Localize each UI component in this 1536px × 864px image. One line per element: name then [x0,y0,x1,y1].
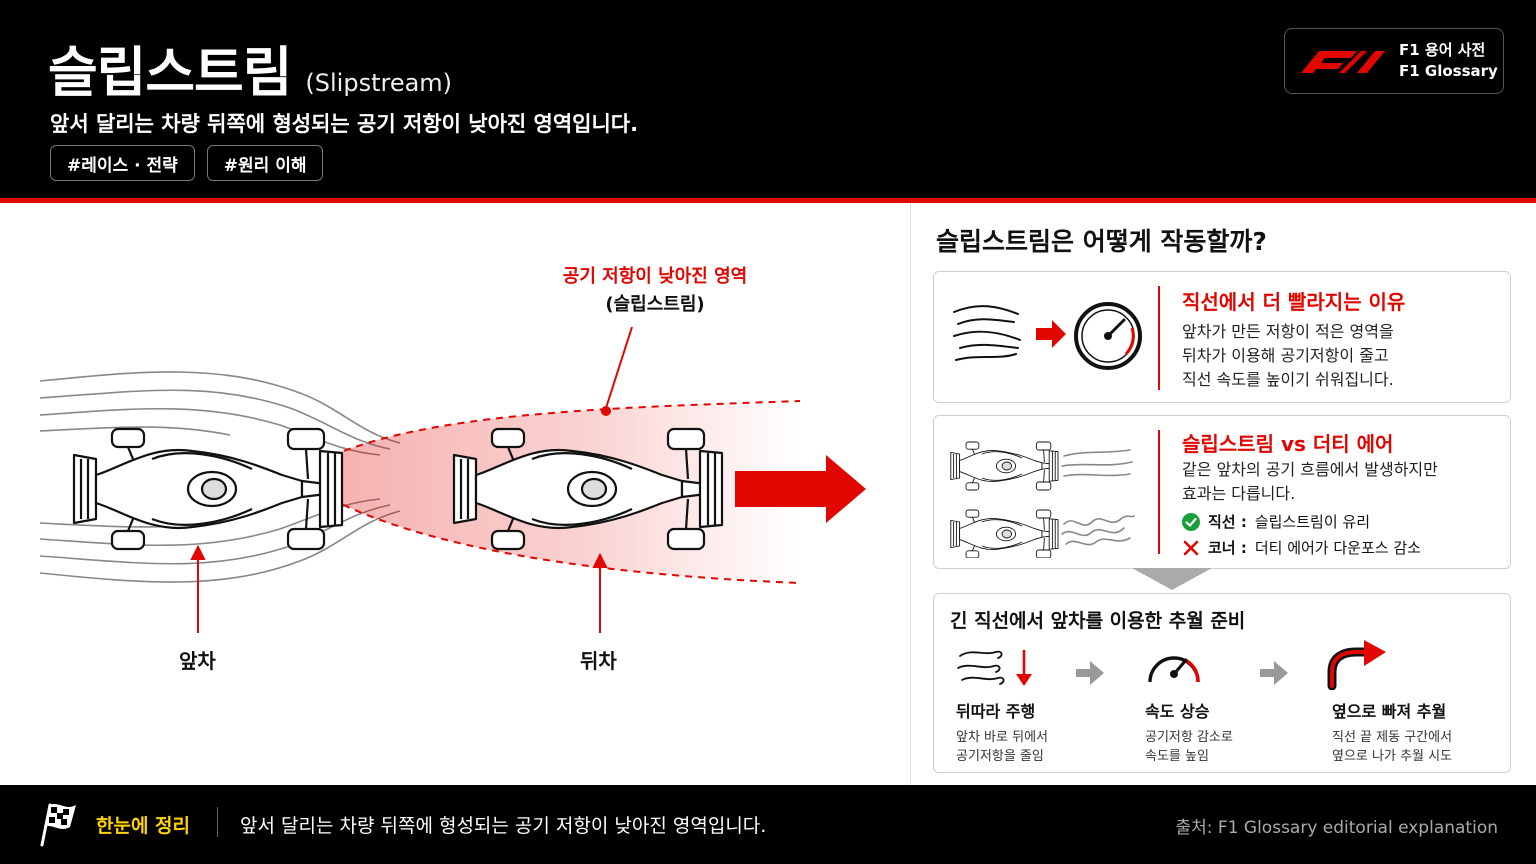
card-description: 같은 앞차의 공기 흐름에서 발생하지만 효과는 다릅니다. [1182,458,1438,506]
page-title: 슬립스트림 [48,41,292,104]
badge-text: F1 용어 사전 F1 Glossary [1399,40,1498,82]
follow-wind-icon [957,650,1032,686]
overtake-arrow-icon [1327,640,1386,690]
card-heading: 슬립스트림 vs 더티 에어 [1182,432,1394,456]
source-credit: 출처: F1 Glossary editorial explanation [1175,818,1499,838]
straight-text: 슬립스트림이 유리 [1254,513,1370,531]
zone-pointer-dot [601,406,611,416]
card-heading: 직선에서 더 빨라지는 이유 [1182,290,1406,314]
card-overtake-steps: 긴 직선에서 앞차를 이용한 추월 준비 뒤따라 주행 앞차 바로 뒤에서 공기… [933,593,1511,773]
car-corner-icon [950,509,1059,558]
card-line: 직선 속도를 높이기 쉬워집니다. [1182,370,1394,389]
check-circle-icon [1182,512,1200,531]
step-description: 직선 끝 제동 구간에서 옆으로 나가 추월 시도 [1332,728,1452,766]
page-title-english: (Slipstream) [305,69,453,97]
step-line: 공기저항을 줄임 [956,749,1044,764]
summary-label: 한눈에 정리 [96,815,191,837]
flow-down-triangle-icon [1132,568,1212,590]
zone-boundary-bottom [319,492,801,584]
card-straight-speed: 직선에서 더 빨라지는 이유 앞차가 만든 저항이 적은 영역을 뒤차가 이용해… [933,271,1511,403]
checkered-flag-icon [40,803,76,847]
corner-row: 코너 : 더티 에어가 다운포스 감소 [1182,537,1421,558]
step-title: 옆으로 빠져 추월 [1332,702,1447,721]
tag-race-strategy[interactable]: #레이스 · 전략 [50,145,195,181]
speed-gauge-icon [1148,656,1200,683]
wind-to-speed-illustration [953,302,1142,370]
step-description: 앞차 바로 뒤에서 공기저항을 줄임 [956,728,1048,766]
tag-list: #레이스 · 전략 #원리 이해 [50,145,324,181]
step-title: 뒤따라 주행 [956,702,1036,721]
card-line: 앞차가 만든 저항이 적은 영역을 [1182,322,1394,341]
zone-pointer-line [605,326,633,409]
step-line: 직선 끝 제동 구간에서 [1332,730,1453,745]
zone-boundary-top [319,400,801,462]
header-accent-line [0,198,1536,203]
summary-divider [217,807,218,837]
airflow-comparison-illustration [950,441,1135,558]
panel-divider [910,203,911,785]
card-heading: 긴 직선에서 앞차를 이용한 추월 준비 [950,610,1246,632]
turbulent-air-icon [1061,515,1135,546]
front-car [72,427,344,551]
wind-icon [953,305,1021,361]
glossary-badge: F1 용어 사전 F1 Glossary [1284,28,1504,94]
page-subtitle: 앞서 달리는 차량 뒤쪽에 형성되는 공기 저항이 낮아진 영역입니다. [50,112,639,136]
card-line: 같은 앞차의 공기 흐름에서 발생하지만 [1182,460,1438,479]
step-title: 속도 상승 [1145,702,1210,721]
card-line: 효과는 다릅니다. [1182,484,1296,503]
step-description: 공기저항 감소로 속도를 높임 [1145,728,1233,766]
card-slipstream-vs-dirty-air: 슬립스트림 vs 더티 에어 같은 앞차의 공기 흐름에서 발생하지만 효과는 … [933,415,1511,569]
smooth-air-icon [1061,449,1133,477]
rear-car-label: 뒤차 [580,649,617,673]
step-overtake: 옆으로 빠져 추월 직선 끝 제동 구간에서 옆으로 나가 추월 시도 [1332,698,1452,766]
step-follow: 뒤따라 주행 앞차 바로 뒤에서 공기저항을 줄임 [956,698,1048,766]
step-line: 앞차 바로 뒤에서 [956,730,1048,745]
step-line: 공기저항 감소로 [1145,730,1233,745]
slipstream-zone-label: 공기 저항이 낮아진 영역 (슬립스트림) [520,263,790,319]
speedometer-icon [1074,302,1142,370]
diagram-illustration [39,326,866,633]
car-straight-icon [950,441,1059,491]
slipstream-diagram: 공기 저항이 낮아진 영역 (슬립스트림) 앞차 뒤차 [0,203,910,785]
summary-text: 앞서 달리는 차량 뒤쪽에 형성되는 공기 저항이 낮아진 영역입니다. [240,815,767,837]
front-car-label: 앞차 [179,649,216,673]
step-line: 속도를 높임 [1145,749,1209,764]
card-line: 뒤차가 이용해 공기저항이 줄고 [1182,346,1389,365]
badge-line-english: F1 Glossary [1399,62,1498,80]
how-it-works-title: 슬립스트림은 어떻게 작동할까? [936,227,1267,256]
zone-label-subtitle: (슬립스트림) [605,294,705,315]
corner-label: 코너 : [1208,539,1247,557]
title-row: 슬립스트림 (Slipstream) [48,28,452,107]
card-accent-bar [1158,430,1160,554]
badge-line-korean: F1 용어 사전 [1399,41,1486,59]
direction-arrow [735,455,866,523]
cross-icon [1183,540,1199,555]
car-pointers [190,544,608,633]
straight-label: 직선 : [1208,513,1247,531]
straight-row: 직선 : 슬립스트림이 유리 [1182,511,1370,532]
header: 슬립스트림 (Slipstream) 앞서 달리는 차량 뒤쪽에 형성되는 공기… [0,0,1536,198]
f1-logo-icon [1301,51,1385,73]
step-arrow-icon [1076,661,1104,685]
step-speed-up: 속도 상승 공기저항 감소로 속도를 높임 [1145,698,1233,766]
step-line: 옆으로 나가 추월 시도 [1332,749,1453,764]
card-description: 앞차가 만든 저항이 적은 영역을 뒤차가 이용해 공기저항이 줄고 직선 속도… [1182,320,1394,392]
footer: 한눈에 정리 앞서 달리는 차량 뒤쪽에 형성되는 공기 저항이 낮아진 영역입… [0,785,1536,864]
card-accent-bar [1158,286,1160,390]
tag-principle[interactable]: #원리 이해 [206,145,324,181]
zone-label-title: 공기 저항이 낮아진 영역 [562,266,748,287]
arrow-right-icon [1036,320,1066,348]
step-arrow-icon [1260,661,1288,685]
corner-text: 더티 에어가 다운포스 감소 [1254,539,1421,557]
